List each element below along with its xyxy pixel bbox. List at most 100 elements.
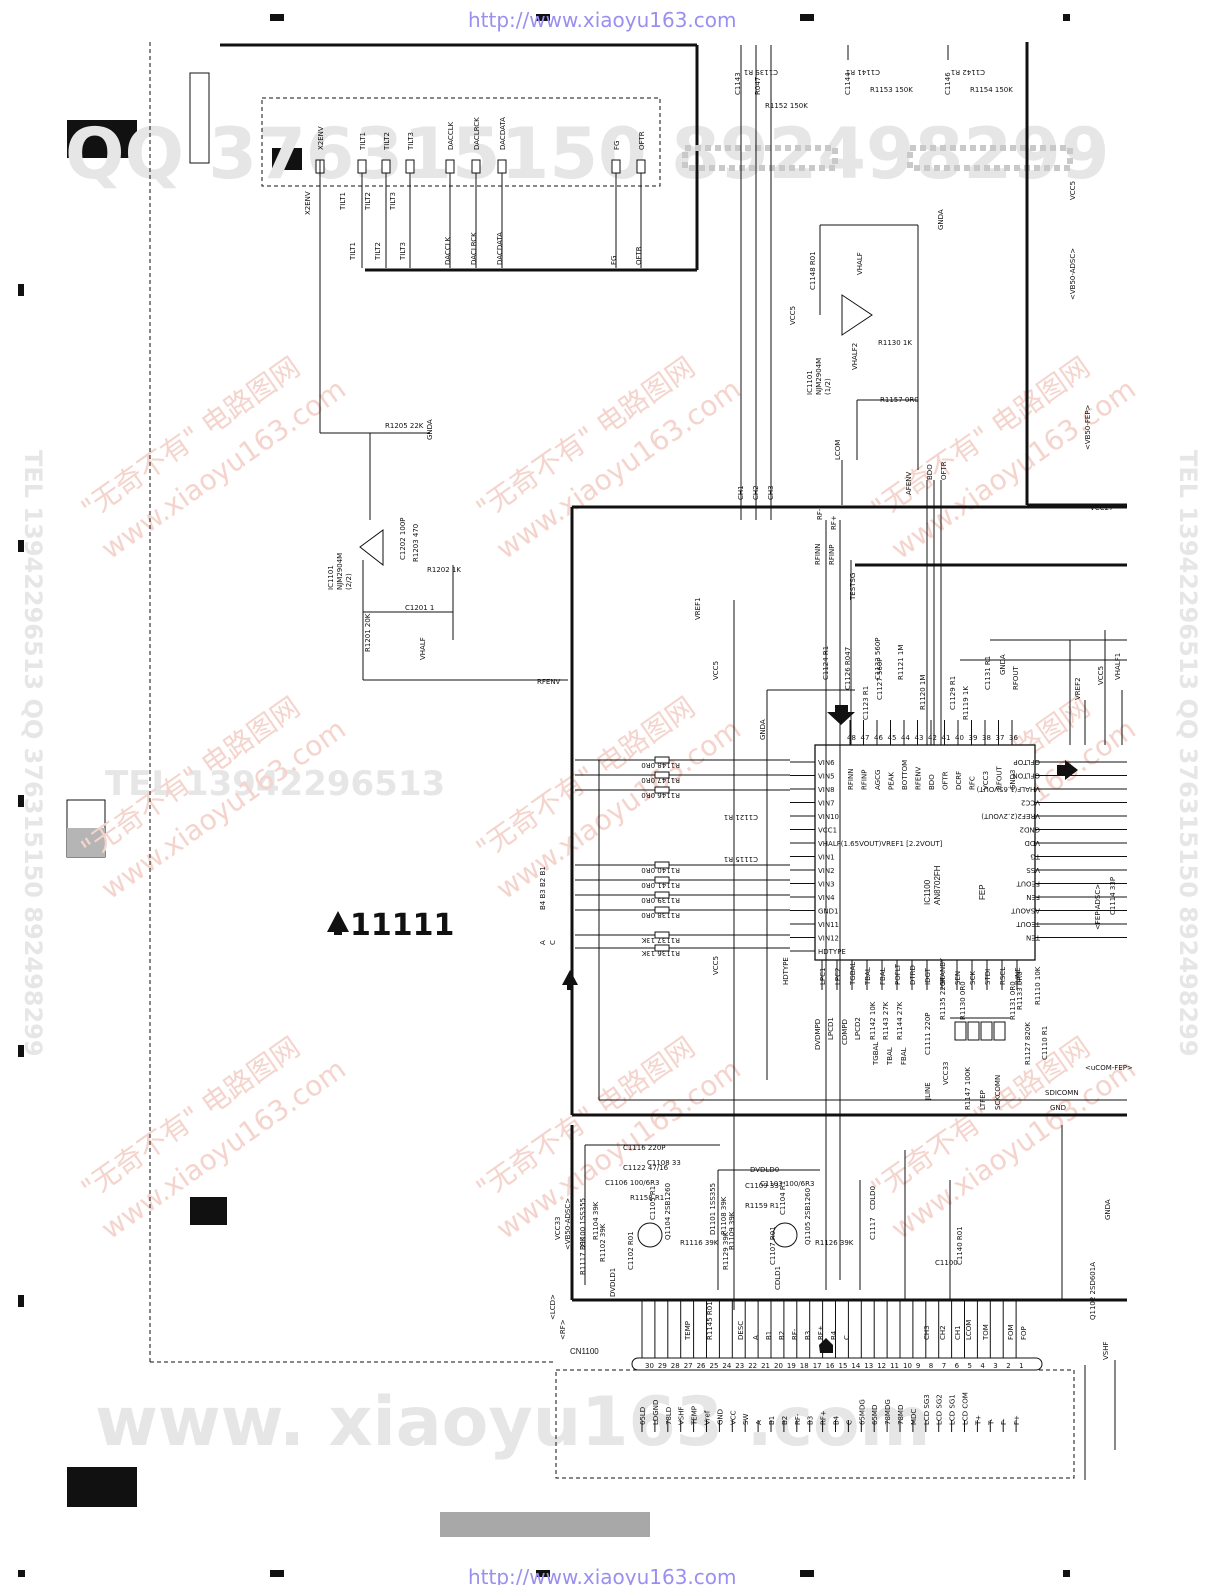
ic-right-pin-label: GND2 [1019,826,1040,834]
connector-top-label: B4 [830,1330,838,1340]
component-label: C1139 R1 [744,68,778,76]
component-label: R1141 0R0 [641,881,680,889]
component-label: R1130 1K [878,339,912,347]
component-label: VCC5 [712,956,720,975]
connector-pin-number: 13 [864,1362,873,1370]
ic-bottom-pin-label: TBAL [864,967,872,986]
ic-top-pin-number: 45 [888,734,897,742]
component-label: R1202 1K [427,566,461,574]
connector-pin-label: 65MD [871,1405,879,1425]
component-label: CH3 [767,485,775,500]
ic-top-pin-number: 36 [1009,734,1018,742]
connector-pin-number: 6 [955,1362,960,1370]
signal-lower-label: DACDATA [496,232,504,265]
signal-lower-label: DACLRCK [470,232,478,265]
ic-bottom-pin-label: STDI [984,969,992,985]
component-label: GNDA [426,419,434,440]
connector-top-label: TEMP [684,1321,692,1341]
connector-pin-label: LCD SG1 [949,1394,957,1425]
component-label: R1142 10K [869,1001,877,1040]
connector-pin-label: TEMP [691,1406,699,1426]
component-label: R1135 220K [939,977,947,1020]
component-label: R1121 1M [897,645,905,680]
page-tab-top [67,120,137,158]
connector-pin-number: 14 [851,1362,860,1370]
component-label: R1133 0R0 [1016,971,1024,1010]
component-label: C1105 R1 [649,1186,657,1220]
connector-dashed-box [261,97,661,187]
component-label: R1147 0R0 [641,776,680,784]
component-label: VCC5 [1097,666,1105,685]
component-label: R1136 13K [641,949,680,957]
component-label: DVDMPD [814,1019,822,1050]
connector-cn1100: CN1100 [555,1347,1075,1479]
component-label: R1146 0R0 [641,791,680,799]
laser-driver-area [584,1125,1063,1300]
connector-pin-label: MDC [910,1409,918,1425]
component-label: R1203 470 [412,524,420,562]
component-label: <VB50-ADSC> [564,1198,572,1250]
component-label: C1111 220P [924,1012,932,1055]
connector-pin-number: 20 [774,1362,783,1370]
ic-top-pin-label: RFINN [847,769,855,790]
signal-label: TILT1 [359,132,367,151]
component-label: <RF> [559,1319,567,1340]
ic-bottom-pin-label: FBAL [879,967,887,985]
connector-top-label: RF- [791,1328,799,1340]
connector-top-label: CH3 [923,1325,931,1340]
ic-top-pin-label: PEAK [888,772,896,790]
connector-pin-number: 17 [813,1362,822,1370]
component-label: R1137 13K [641,936,680,944]
ic-right-pin-label: VHALF(1.65VOUT) [976,785,1040,793]
connector-pin-label: LCD SG2 [936,1394,944,1425]
ic-bottom-pin-label: RSCL [999,967,1007,985]
registration-marks [18,14,1070,1577]
component-label: VHALF [419,637,427,660]
opamp-a-ref: IC1101 [806,370,814,395]
component-label: AFENV [905,472,913,495]
connector-pin-number: 26 [697,1362,706,1370]
ic-right-pin-label: ASAOUT [1010,907,1040,915]
ic-right-pin-label: TG [1030,853,1041,861]
component-label: R1201 20K [364,613,372,652]
component-label: C1143 [734,72,742,95]
section-marker-arrow [327,911,349,935]
connector-pin-label: RF+ [820,1410,828,1425]
ic-fep-main: IC1100 AN8702FH FEP [814,744,1036,961]
component-label: VHALF2 [851,343,859,370]
signal-lower-label: TILT1 [339,192,347,211]
connector-pin-number: 25 [710,1362,719,1370]
signal-lower-label: FG [610,256,618,265]
component-label: R1109 39K [728,1211,736,1250]
ic-left-pin-label: VCC1 [818,827,837,835]
component-label: GNDA [999,654,1007,675]
component-label: C1127 560P [876,657,884,700]
component-label: C1126 R047 [844,647,852,690]
connector-top-label: A [752,1335,760,1340]
connector-pin-number: 12 [877,1362,886,1370]
connector-pin-label: LCD COM [962,1392,970,1425]
component-label: RF- [816,508,824,520]
ic-right-pin-label: OFLTON [1013,772,1041,780]
connector-top-label: TOM [982,1324,990,1341]
connector-pin-label: RF- [794,1413,802,1425]
component-label: <VB50-FEP> [1084,404,1092,450]
connector-pin-label: F+ [1013,1415,1021,1425]
component-label: C1103 100/6R3 [760,1180,814,1188]
connector-pin-number: 29 [658,1362,667,1370]
component-label: R1157 0R0 [880,396,919,404]
connector-pin-number: 11 [890,1362,899,1370]
connector-pin-label: GND [716,1409,724,1425]
component-label: R1139 0R0 [641,896,680,904]
component-label: C1124 R1 [822,646,830,680]
ic-top-pin-label: RFENV [915,766,923,790]
component-label: C1110 R1 [1041,1026,1049,1060]
connector-pin-number: 24 [722,1362,731,1370]
connector-top-label: CH2 [939,1325,947,1340]
left-resistor-rows [575,756,790,952]
connector-top-label: RF+ [817,1325,825,1340]
component-label: <uCOM-FEP> [1085,1064,1133,1072]
component-label: GND [1050,1104,1066,1112]
